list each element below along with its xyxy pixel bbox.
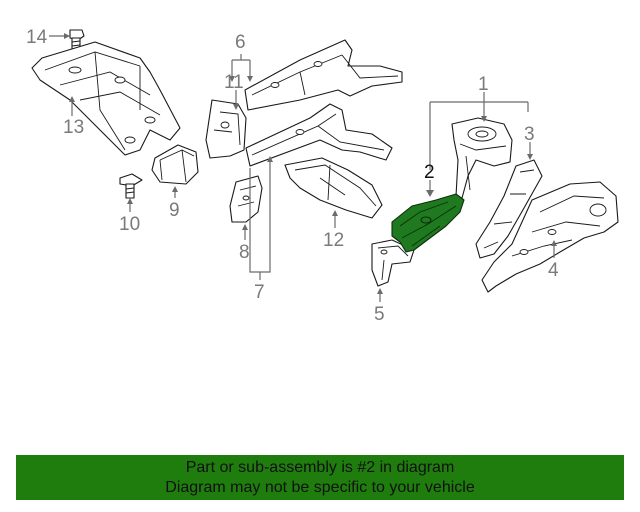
callout-6: 6 — [235, 32, 246, 53]
callout-13: 13 — [63, 117, 84, 138]
callout-11: 11 — [224, 72, 244, 93]
callout-8: 8 — [239, 242, 250, 263]
part-3-panel[interactable] — [475, 159, 543, 259]
callout-1: 1 — [478, 74, 489, 95]
callout-7: 7 — [254, 282, 265, 303]
banner-line-1: Part or sub-assembly is #2 in diagram — [185, 458, 455, 476]
part-7-rail[interactable] — [245, 103, 393, 167]
callout-4: 4 — [548, 260, 559, 281]
part-8-bracket[interactable] — [229, 175, 263, 223]
part-9-bracket[interactable] — [151, 144, 199, 185]
leader-lines — [49, 33, 557, 302]
callout-5: 5 — [374, 304, 385, 325]
part-13-crossmember[interactable] — [31, 41, 181, 156]
parts-diagram: 14 13 10 9 11 6 8 7 12 5 2 1 3 4 — [26, 27, 619, 325]
callout-12: 12 — [323, 230, 344, 251]
part-5-bracket[interactable] — [371, 239, 415, 287]
callout-9: 9 — [169, 200, 180, 221]
vehicle-fit-banner: Part or sub-assembly is #2 in diagram Di… — [16, 455, 624, 500]
callout-3: 3 — [524, 124, 535, 145]
part-12-floor-section[interactable] — [284, 157, 383, 219]
callout-10: 10 — [119, 214, 140, 235]
part-6-rail[interactable] — [244, 39, 403, 111]
part-1-tower[interactable] — [451, 117, 513, 199]
part-2-extension-panel[interactable] — [391, 193, 465, 253]
part-11-bracket[interactable] — [205, 99, 247, 159]
part-4-wheelhouse[interactable] — [481, 181, 619, 293]
part-10-bolt[interactable] — [119, 173, 143, 199]
part-14-bolt[interactable] — [69, 29, 85, 53]
callout-14: 14 — [26, 27, 48, 48]
callout-2: 2 — [424, 162, 435, 183]
banner-line-2: Diagram may not be specific to your vehi… — [165, 478, 475, 496]
